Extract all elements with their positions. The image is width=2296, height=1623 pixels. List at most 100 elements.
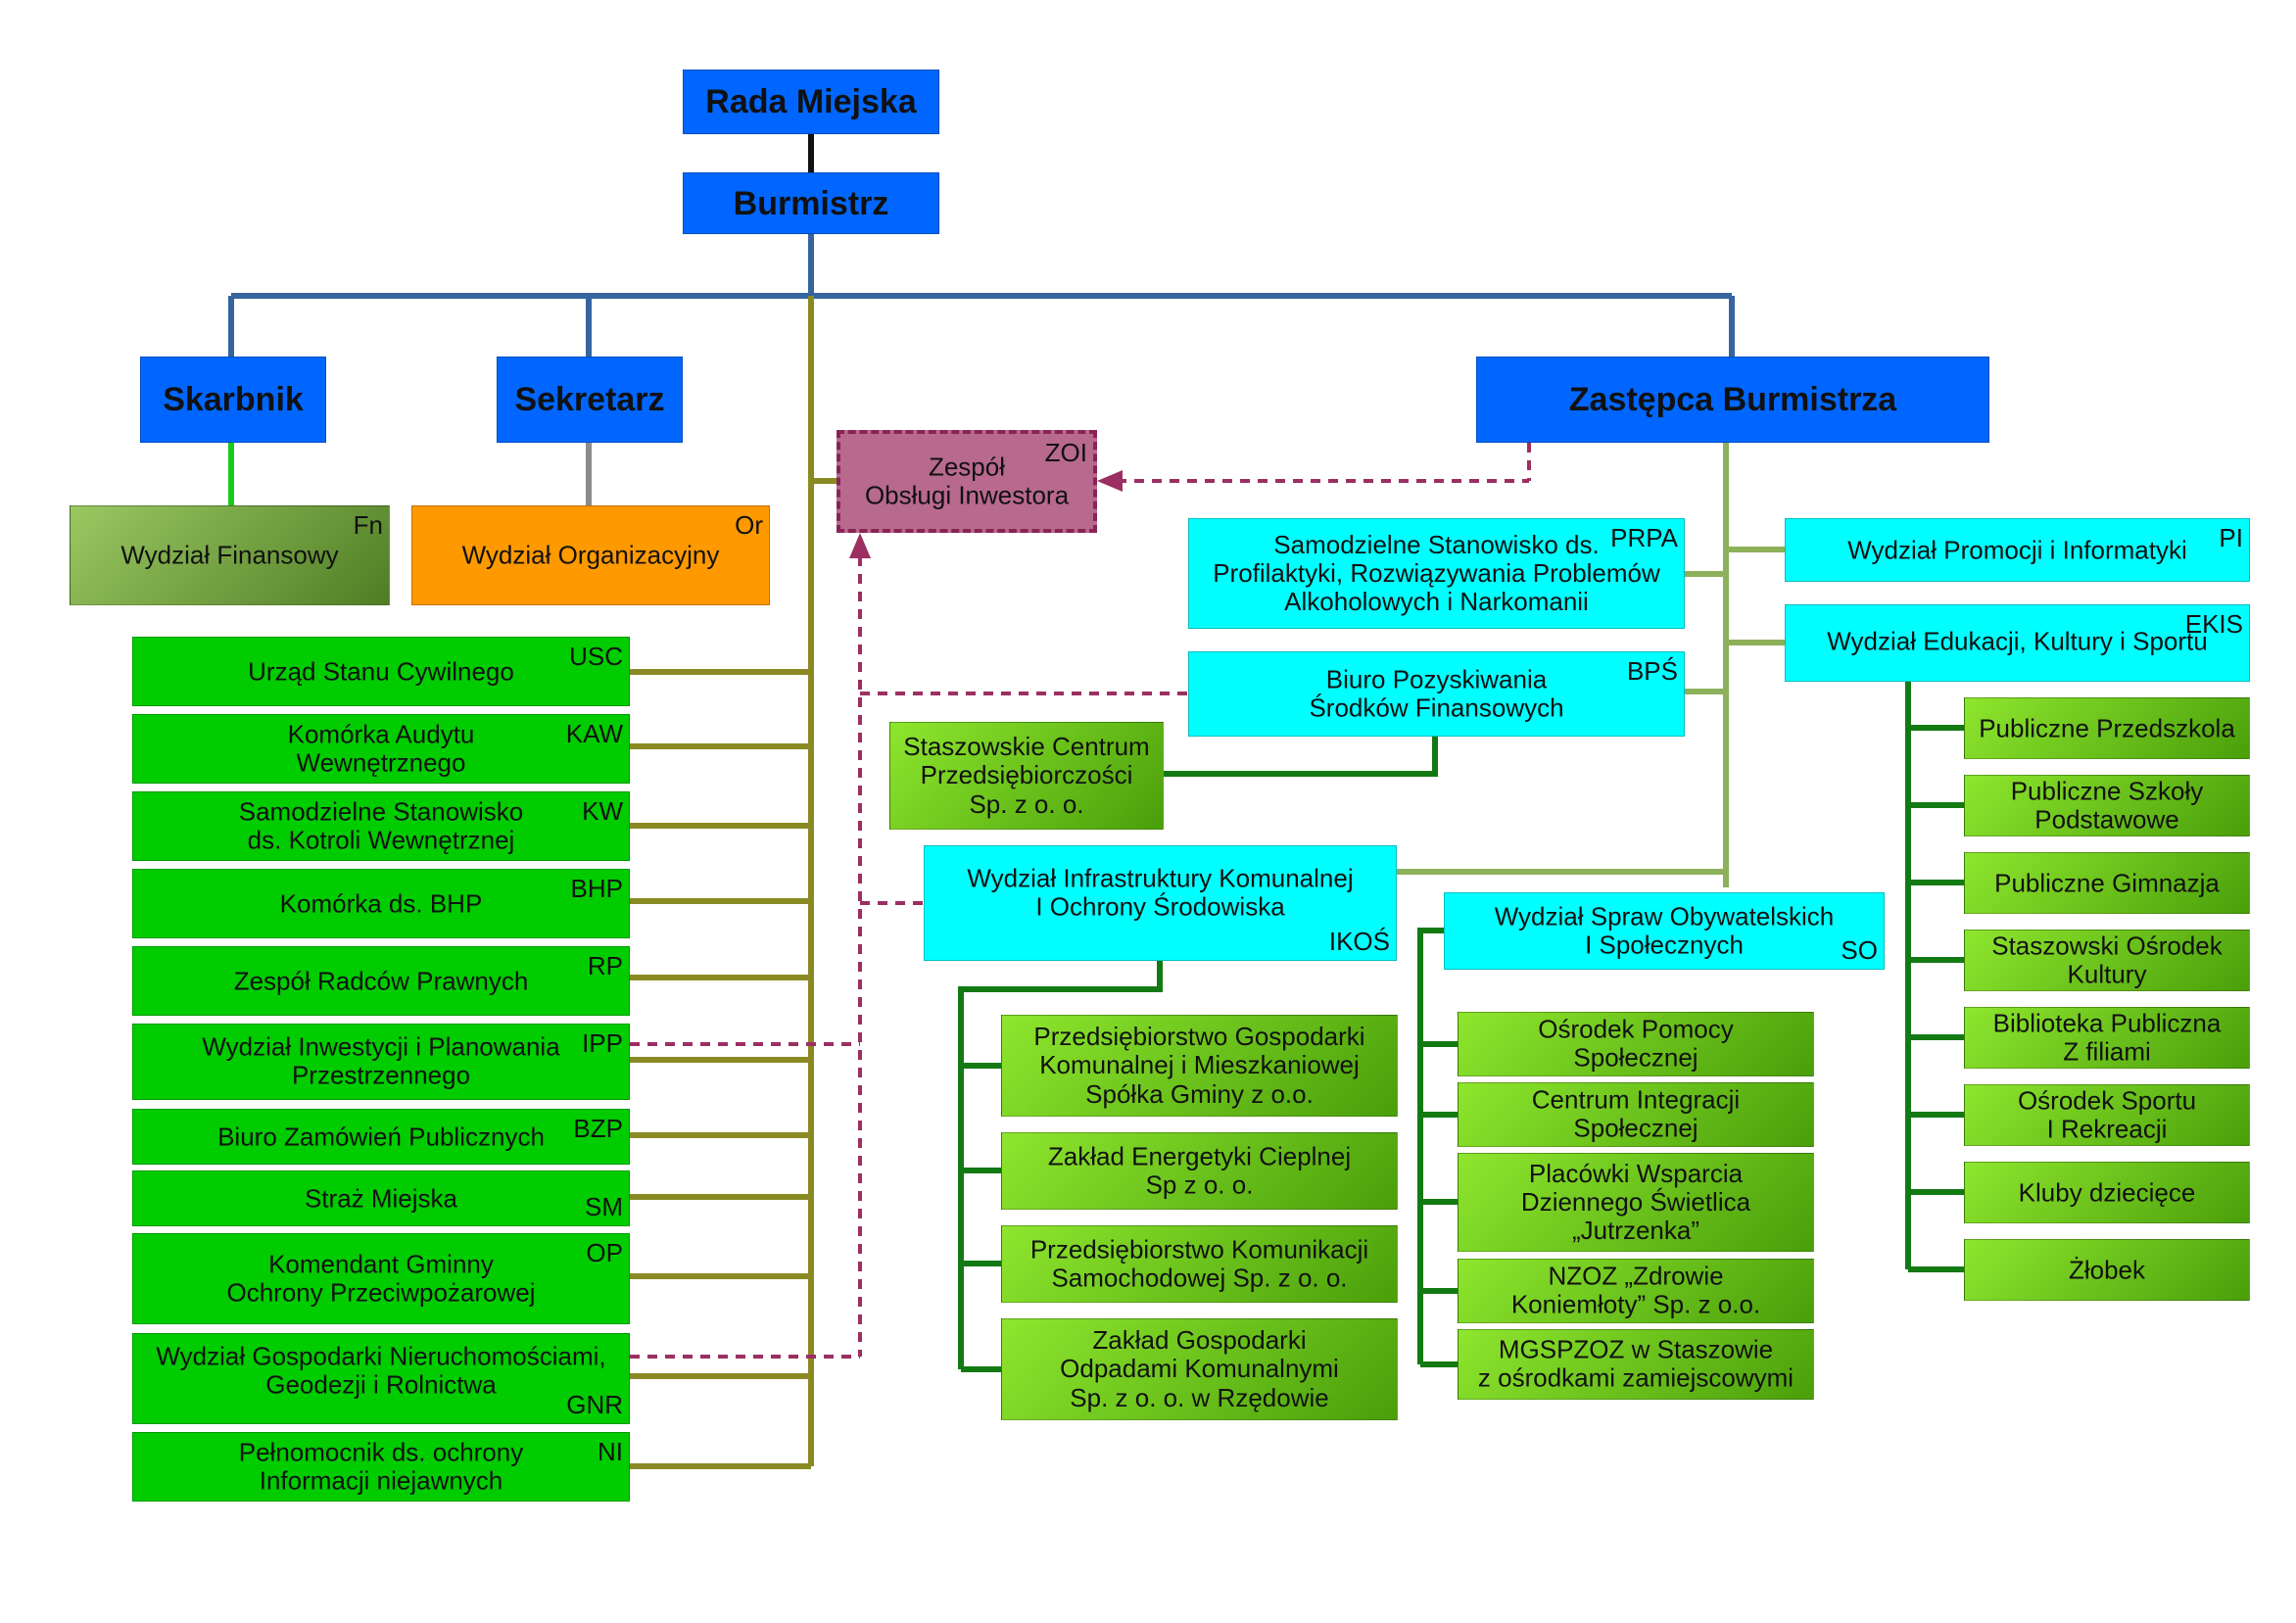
left-unit-code: KAW bbox=[565, 719, 623, 748]
zastepca-burmistrza-box: Zastępca Burmistrza bbox=[1476, 357, 1989, 443]
left-unit-label: Zespół Radców Prawnych bbox=[233, 965, 529, 995]
ikos-unit-zec: Zakład Energetyki Cieplnej Sp z o. o. bbox=[1001, 1132, 1398, 1210]
ikos-unit-label: Zakład Gospodarki Odpadami Komunalnymi S… bbox=[1060, 1324, 1339, 1412]
staszowskie-centrum-label: Staszowskie Centrum Przedsiębiorczości S… bbox=[903, 731, 1150, 819]
sekretarz-label: Sekretarz bbox=[514, 380, 665, 418]
so-unit-label: NZOZ „Zdrowie Koniemłoty” Sp. z o.o. bbox=[1510, 1261, 1761, 1319]
left-unit-code: OP bbox=[586, 1238, 623, 1267]
left-unit-code: GNR bbox=[566, 1390, 623, 1419]
left-unit-bhp: Komórka ds. BHP BHP bbox=[132, 869, 630, 938]
left-unit-label: Wydział Inwestycji i Planowania Przestrz… bbox=[202, 1031, 560, 1090]
wydzial-finansowy-box: Wydział Finansowy Fn bbox=[70, 505, 390, 605]
ekis-unit-label: Staszowski Ośrodek Kultury bbox=[1991, 931, 2223, 989]
so-unit-jutrzenka: Placówki Wsparcia Dziennego Świetlica „J… bbox=[1458, 1153, 1814, 1252]
ekis-unit-szkoly: Publiczne Szkoły Podstawowe bbox=[1964, 775, 2250, 836]
rada-miejska-label: Rada Miejska bbox=[705, 82, 917, 120]
ekis-unit-osir: Ośrodek Sportu I Rekreacji bbox=[1964, 1084, 2250, 1146]
left-unit-ipp: Wydział Inwestycji i Planowania Przestrz… bbox=[132, 1024, 630, 1100]
ikos-code: IKOŚ bbox=[1328, 927, 1390, 956]
zoi-box: Zespół Obsługi Inwestora ZOI bbox=[837, 430, 1097, 533]
ekis-unit-label: Kluby dziecięce bbox=[2018, 1176, 2196, 1207]
zoi-arrow-from-below bbox=[849, 533, 871, 558]
left-unit-usc: Urząd Stanu Cywilnego USC bbox=[132, 637, 630, 706]
left-unit-code: RP bbox=[587, 951, 623, 980]
ikos-unit-pks: Przedsiębiorstwo Komunikacji Samochodowe… bbox=[1001, 1225, 1398, 1303]
ekis-unit-label: Publiczne Przedszkola bbox=[1979, 712, 2235, 742]
zastepca-burmistrza-label: Zastępca Burmistrza bbox=[1568, 380, 1897, 418]
left-unit-kw: Samodzielne Stanowisko ds. Kotroli Wewnę… bbox=[132, 791, 630, 861]
left-unit-sm: Straż Miejska SM bbox=[132, 1170, 630, 1226]
left-unit-kaw: Komórka Audytu Wewnętrznego KAW bbox=[132, 714, 630, 784]
ikos-box: Wydział Infrastruktury Komunalnej I Ochr… bbox=[924, 845, 1397, 961]
bps-label: Biuro Pozyskiwania Środków Finansowych bbox=[1309, 664, 1564, 723]
left-unit-bzp: Biuro Zamówień Publicznych BZP bbox=[132, 1109, 630, 1165]
staszowskie-centrum-box: Staszowskie Centrum Przedsiębiorczości S… bbox=[889, 722, 1164, 830]
ekis-unit-przedszkola: Publiczne Przedszkola bbox=[1964, 697, 2250, 759]
left-unit-rp: Zespół Radców Prawnych RP bbox=[132, 946, 630, 1016]
ekis-unit-label: Publiczne Gimnazja bbox=[1994, 867, 2220, 897]
ekis-unit-ok: Staszowski Ośrodek Kultury bbox=[1964, 930, 2250, 991]
left-unit-code: SM bbox=[585, 1192, 623, 1221]
skarbnik-label: Skarbnik bbox=[163, 380, 304, 418]
ekis-code: EKIS bbox=[2184, 609, 2243, 639]
pi-box: Wydział Promocji i Informatyki PI bbox=[1785, 518, 2250, 582]
wydzial-finansowy-code: Fn bbox=[353, 510, 383, 540]
ekis-unit-label: Biblioteka Publiczna Z filiami bbox=[1992, 1008, 2222, 1067]
prpa-label: Samodzielne Stanowisko ds. Profilaktyki,… bbox=[1213, 529, 1660, 617]
left-unit-code: IPP bbox=[582, 1028, 623, 1058]
so-box: Wydział Spraw Obywatelskich I Społecznyc… bbox=[1444, 892, 1885, 970]
left-unit-label: Pełnomocnik ds. ochrony Informacji nieja… bbox=[238, 1437, 524, 1496]
prpa-box: Samodzielne Stanowisko ds. Profilaktyki,… bbox=[1188, 518, 1685, 629]
rada-miejska-box: Rada Miejska bbox=[683, 70, 939, 134]
ekis-unit-gimnazja: Publiczne Gimnazja bbox=[1964, 852, 2250, 914]
ikos-unit-label: Przedsiębiorstwo Komunikacji Samochodowe… bbox=[1029, 1234, 1369, 1293]
ekis-unit-label: Ośrodek Sportu I Rekreacji bbox=[2017, 1085, 2197, 1144]
sekretarz-box: Sekretarz bbox=[497, 357, 683, 443]
left-unit-label: Komórka Audytu Wewnętrznego bbox=[287, 719, 475, 778]
left-unit-code: BHP bbox=[570, 874, 623, 903]
left-unit-op: Komendant Gminny Ochrony Przeciwpożarowe… bbox=[132, 1233, 630, 1324]
wydzial-organizacyjny-label: Wydział Organizacyjny bbox=[461, 540, 720, 570]
pi-label: Wydział Promocji i Informatyki bbox=[1847, 534, 2187, 564]
left-unit-gnr: Wydział Gospodarki Nieruchomościami, Geo… bbox=[132, 1333, 630, 1424]
bps-code: BPŚ bbox=[1626, 656, 1678, 686]
ekis-unit-label: Żłobek bbox=[2068, 1254, 2146, 1284]
wydzial-organizacyjny-code: Or bbox=[735, 510, 763, 540]
so-label: Wydział Spraw Obywatelskich I Społecznyc… bbox=[1494, 901, 1835, 960]
so-unit-ops: Ośrodek Pomocy Społecznej bbox=[1458, 1012, 1814, 1076]
ikos-unit-zgok: Zakład Gospodarki Odpadami Komunalnymi S… bbox=[1001, 1318, 1398, 1420]
so-unit-label: Ośrodek Pomocy Społecznej bbox=[1538, 1014, 1734, 1073]
wydzial-finansowy-label: Wydział Finansowy bbox=[120, 540, 339, 570]
left-unit-label: Wydział Gospodarki Nieruchomościami, Geo… bbox=[156, 1341, 606, 1400]
pi-code: PI bbox=[2219, 523, 2243, 552]
ikos-unit-label: Przedsiębiorstwo Gospodarki Komunalnej i… bbox=[1033, 1021, 1365, 1109]
left-unit-label: Komendant Gminny Ochrony Przeciwpożarowe… bbox=[226, 1249, 536, 1308]
zoi-label: Zespół Obsługi Inwestora bbox=[864, 452, 1070, 510]
so-unit-label: Placówki Wsparcia Dziennego Świetlica „J… bbox=[1520, 1158, 1751, 1246]
so-unit-nzoz: NZOZ „Zdrowie Koniemłoty” Sp. z o.o. bbox=[1458, 1259, 1814, 1323]
skarbnik-box: Skarbnik bbox=[140, 357, 326, 443]
left-unit-label: Urząd Stanu Cywilnego bbox=[248, 655, 514, 686]
burmistrz-label: Burmistrz bbox=[733, 184, 889, 222]
so-unit-mgspzoz: MGSPZOZ w Staszowie z ośrodkami zamiejsc… bbox=[1458, 1329, 1814, 1400]
left-unit-label: Biuro Zamówień Publicznych bbox=[217, 1121, 545, 1151]
left-unit-label: Samodzielne Stanowisko ds. Kotroli Wewnę… bbox=[238, 796, 524, 855]
ikos-unit-label: Zakład Energetyki Cieplnej Sp z o. o. bbox=[1047, 1141, 1352, 1200]
ekis-unit-zlobek: Żłobek bbox=[1964, 1239, 2250, 1301]
ikos-label: Wydział Infrastruktury Komunalnej I Ochr… bbox=[967, 863, 1354, 922]
zoi-arrow-from-zastepca bbox=[1097, 470, 1123, 492]
so-code: SO bbox=[1841, 935, 1878, 965]
left-unit-label: Straż Miejska bbox=[304, 1182, 458, 1213]
so-unit-label: MGSPZOZ w Staszowie z ośrodkami zamiejsc… bbox=[1477, 1334, 1794, 1393]
left-unit-label: Komórka ds. BHP bbox=[279, 887, 483, 918]
ekis-unit-label: Publiczne Szkoły Podstawowe bbox=[2010, 776, 2204, 835]
zoi-code: ZOI bbox=[1044, 438, 1087, 467]
left-unit-code: KW bbox=[582, 796, 623, 826]
left-unit-code: USC bbox=[569, 642, 623, 671]
ekis-box: Wydział Edukacji, Kultury i Sportu EKIS bbox=[1785, 604, 2250, 682]
bps-box: Biuro Pozyskiwania Środków Finansowych B… bbox=[1188, 651, 1685, 737]
prpa-code: PRPA bbox=[1610, 523, 1678, 552]
left-unit-ni: Pełnomocnik ds. ochrony Informacji nieja… bbox=[132, 1432, 630, 1502]
